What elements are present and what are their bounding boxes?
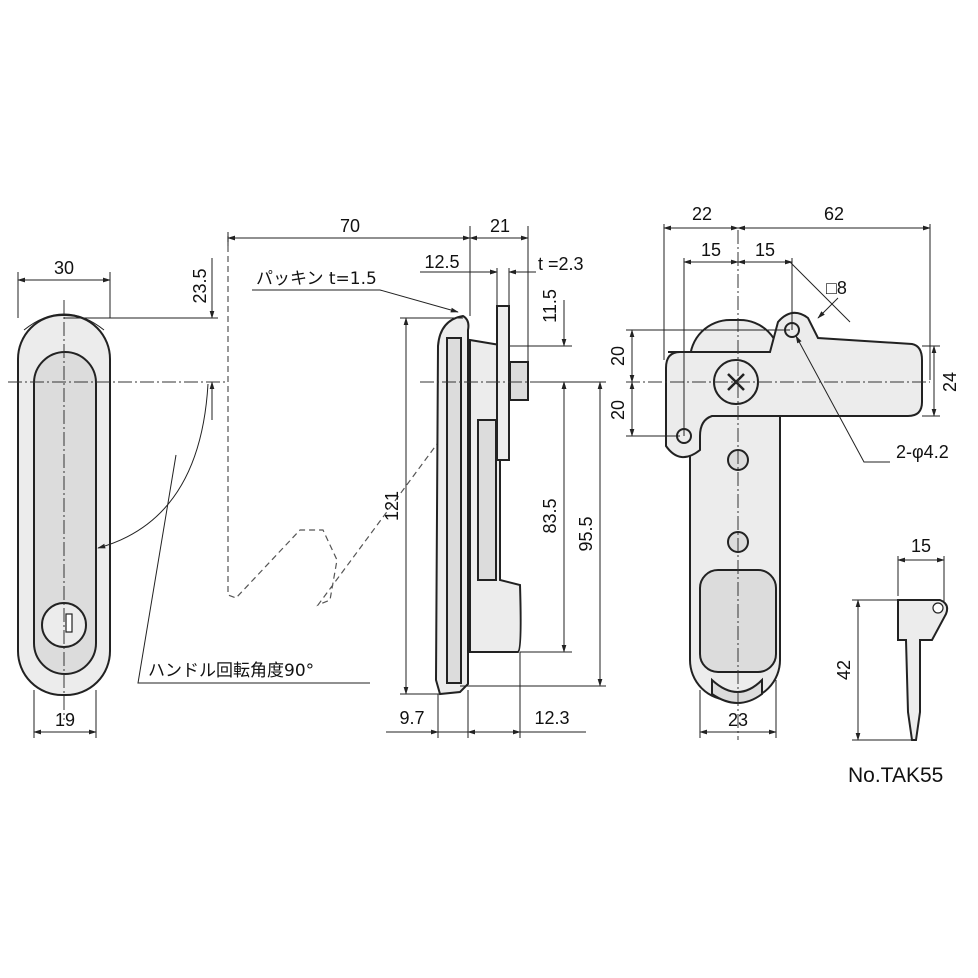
model-number: No.TAK55 <box>848 764 943 787</box>
front-view: 30 19 23.5 ハンドル回転角度90° <box>8 258 370 738</box>
dim-23-5: 23.5 <box>190 268 210 303</box>
dim-21: 21 <box>490 216 510 236</box>
handle-open-position <box>227 236 441 607</box>
dim-20a: 20 <box>608 346 628 366</box>
dim-9-7: 9.7 <box>399 708 424 728</box>
latch-cam <box>665 311 923 458</box>
dim-15a: 15 <box>701 240 721 260</box>
key: 15 42 No.TAK55 <box>834 536 949 787</box>
key-shape <box>897 599 949 741</box>
nut <box>509 361 529 401</box>
dim-22: 22 <box>692 204 712 224</box>
dim-holes: 2-φ4.2 <box>896 442 949 462</box>
dim-23: 23 <box>728 710 748 730</box>
key-dim-42: 42 <box>834 660 854 680</box>
dim-95-5: 95.5 <box>576 516 596 551</box>
dim-t-2-3: t =2.3 <box>538 254 584 274</box>
dim-12-5: 12.5 <box>424 252 459 272</box>
dim-15b: 15 <box>755 240 775 260</box>
handle-side <box>446 337 462 684</box>
latch-plate <box>496 305 510 461</box>
rotation-note: ハンドル回転角度90° <box>148 661 314 681</box>
dim-19: 19 <box>55 710 75 730</box>
dim-square-8: □8 <box>826 278 847 298</box>
rotation-arc <box>97 383 209 549</box>
dim-62: 62 <box>824 204 844 224</box>
gasket-note: パッキン t=1.5 <box>256 269 377 289</box>
rear-view: 22 62 15 15 □8 20 20 24 2-φ4.2 23 <box>608 204 960 740</box>
inner-mechanism <box>477 419 497 581</box>
side-view: 70 21 12.5 t =2.3 パッキン t=1.5 11.5 121 83… <box>227 216 606 738</box>
keyhole-icon <box>65 613 73 633</box>
dim-83-5: 83.5 <box>540 498 560 533</box>
handle-grip <box>33 351 97 675</box>
dim-20b: 20 <box>608 400 628 420</box>
dim-12-3: 12.3 <box>534 708 569 728</box>
dim-30: 30 <box>54 258 74 278</box>
key-dim-15: 15 <box>911 536 931 556</box>
dim-70: 70 <box>340 216 360 236</box>
dim-24: 24 <box>940 372 960 392</box>
dim-121: 121 <box>382 491 402 521</box>
dim-11-5: 11.5 <box>540 289 560 323</box>
